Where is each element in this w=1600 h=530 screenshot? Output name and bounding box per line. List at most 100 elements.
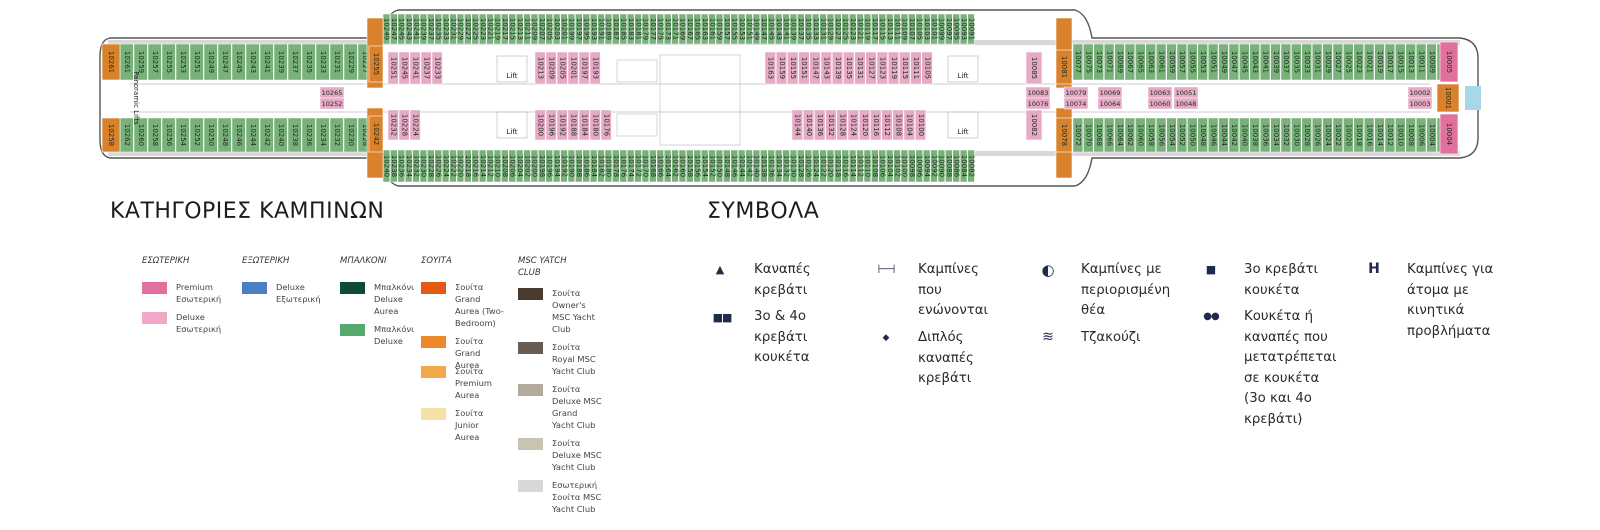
cabin-10173[interactable]: 10173: [664, 13, 672, 45]
cabin-10063[interactable]: 10063: [1145, 43, 1156, 81]
cabin-10165[interactable]: 10165: [694, 13, 702, 45]
cabin-10217[interactable]: 10217: [501, 13, 509, 45]
cabin-10135[interactable]: 10135: [843, 51, 855, 85]
cabin-10055[interactable]: 10055: [1187, 43, 1198, 81]
cabin-10142[interactable]: 10142: [745, 149, 753, 183]
cabin-10262[interactable]: 10262: [119, 117, 134, 153]
cabin-10071[interactable]: 10071: [1103, 43, 1115, 81]
cabin-10062[interactable]: 10062: [1124, 117, 1136, 153]
cabin-10260[interactable]: 10260: [133, 117, 148, 153]
cabin-10034[interactable]: 10034: [1270, 117, 1281, 153]
cabin-10115[interactable]: 10115: [879, 13, 887, 45]
cabin-10059[interactable]: 10059: [1166, 43, 1177, 81]
cabin-10119[interactable]: 10119: [887, 51, 900, 85]
cabin-10018[interactable]: 10018: [1353, 117, 1364, 153]
cabin-10169[interactable]: 10169: [679, 13, 687, 45]
cabin-10048[interactable]: 10048: [1197, 117, 1208, 153]
cabin-10012[interactable]: 10012: [1384, 117, 1396, 153]
cabin-10058[interactable]: 10058: [1145, 117, 1156, 153]
cabin-10154[interactable]: 10154: [701, 149, 709, 183]
cabin-10133[interactable]: 10133: [812, 13, 820, 45]
cabin-10197[interactable]: 10197: [575, 13, 583, 45]
cabin-10049[interactable]: 10049: [1218, 43, 1229, 81]
cabin-10184[interactable]: 10184: [590, 149, 598, 183]
cabin-10127[interactable]: 10127: [834, 13, 842, 45]
cabin-10144[interactable]: 10144: [738, 149, 746, 183]
cabin-10046[interactable]: 10046: [1207, 117, 1219, 153]
cabin-10136[interactable]: 10136: [768, 149, 776, 183]
cabin-10147[interactable]: 10147: [809, 51, 821, 85]
cabin-10124[interactable]: 10124: [847, 109, 859, 141]
cabin-10042[interactable]: 10042: [1228, 117, 1240, 153]
cabin-10115[interactable]: 10115: [899, 51, 911, 85]
cabin-10004[interactable]: 10004: [1426, 117, 1437, 153]
cabin-10155[interactable]: 10155: [787, 51, 799, 85]
cabin-10029[interactable]: 10029: [1322, 43, 1333, 81]
cabin-10132[interactable]: 10132: [825, 109, 837, 141]
cabin-10139[interactable]: 10139: [790, 13, 798, 45]
cabin-10213[interactable]: 10213: [516, 13, 524, 45]
cabin-10036[interactable]: 10036: [1259, 117, 1271, 153]
cabin-10148[interactable]: 10148: [723, 149, 731, 183]
cabin-10234[interactable]: 10234: [315, 117, 330, 153]
cabin-10041[interactable]: 10041: [1259, 43, 1271, 81]
cabin-10237[interactable]: 10237: [287, 43, 302, 81]
cabin-10196[interactable]: 10196: [545, 109, 557, 141]
cabin-10215[interactable]: 10215: [509, 13, 517, 45]
cabin-10024[interactable]: 10024: [1322, 117, 1333, 153]
cabin-10200[interactable]: 10200: [534, 109, 546, 141]
cabin-10019[interactable]: 10019: [1374, 43, 1385, 81]
cabin-10211[interactable]: 10211: [523, 13, 531, 45]
cabin-10168[interactable]: 10168: [649, 149, 657, 183]
cabin-10053[interactable]: 10053: [1197, 43, 1208, 81]
cabin-10107[interactable]: 10107: [908, 13, 916, 45]
cabin-10204[interactable]: 10204: [516, 149, 524, 183]
cabin-10082[interactable]: 10082: [967, 149, 975, 183]
cabin-10244[interactable]: 10244: [245, 117, 260, 153]
cabin-10123[interactable]: 10123: [849, 13, 857, 45]
cabin-10182[interactable]: 10182: [597, 149, 605, 183]
cabin-10251[interactable]: 10251: [387, 51, 399, 85]
cabin-10147[interactable]: 10147: [760, 13, 768, 45]
cabin-10245[interactable]: 10245: [398, 13, 406, 45]
cabin-10247[interactable]: 10247: [217, 43, 232, 81]
cabin-10229[interactable]: 10229: [343, 43, 358, 81]
cabin-10060[interactable]: 10060: [1135, 117, 1146, 153]
cabin-10237[interactable]: 10237: [420, 51, 432, 85]
cabin-10118[interactable]: 10118: [834, 149, 842, 183]
cabin-10195[interactable]: 10195: [583, 13, 591, 45]
cabin-10193[interactable]: 10193: [589, 51, 601, 85]
cabin-10100[interactable]: 10100: [901, 149, 909, 183]
cabin-10100[interactable]: 10100: [914, 109, 927, 141]
cabin-10241[interactable]: 10241: [259, 43, 274, 81]
cabin-10054[interactable]: 10054: [1166, 117, 1177, 153]
cabin-10213[interactable]: 10213: [534, 51, 546, 85]
cabin-10202[interactable]: 10202: [523, 149, 531, 183]
cabin-10088[interactable]: 10088: [945, 149, 953, 183]
cabin-10233[interactable]: 10233: [315, 43, 330, 81]
cabin-10188[interactable]: 10188: [575, 149, 583, 183]
cabin-10247[interactable]: 10247: [390, 13, 398, 45]
cabin-10040[interactable]: 10040: [1239, 117, 1250, 153]
cabin-10156[interactable]: 10156: [694, 149, 702, 183]
cabin-10166[interactable]: 10166: [657, 149, 665, 183]
cabin-10150[interactable]: 10150: [716, 149, 724, 183]
cabin-10241[interactable]: 10241: [409, 51, 421, 85]
suite-stair-top-left[interactable]: 10255: [368, 45, 384, 83]
cabin-10232[interactable]: 10232: [329, 117, 344, 153]
cabin-10017[interactable]: 10017: [1384, 43, 1396, 81]
cabin-10186[interactable]: 10186: [583, 149, 591, 183]
cabin-10197[interactable]: 10197: [578, 51, 590, 85]
cabin-10205[interactable]: 10205: [546, 13, 554, 45]
cabin-10085[interactable]: 10085: [1025, 51, 1043, 85]
cabin-10025[interactable]: 10025: [1343, 43, 1354, 81]
cabin-10123[interactable]: 10123: [876, 51, 888, 85]
cabin-10159[interactable]: 10159: [775, 51, 788, 85]
cabin-10077[interactable]: 10077: [1072, 43, 1084, 81]
suite-bow-top[interactable]: 10005: [1439, 41, 1459, 83]
cabin-10015[interactable]: 10015: [1395, 43, 1406, 81]
cabin-10027[interactable]: 10027: [1332, 43, 1344, 81]
cabin-10243[interactable]: 10243: [245, 43, 260, 81]
cabin-10230[interactable]: 10230: [343, 117, 358, 153]
